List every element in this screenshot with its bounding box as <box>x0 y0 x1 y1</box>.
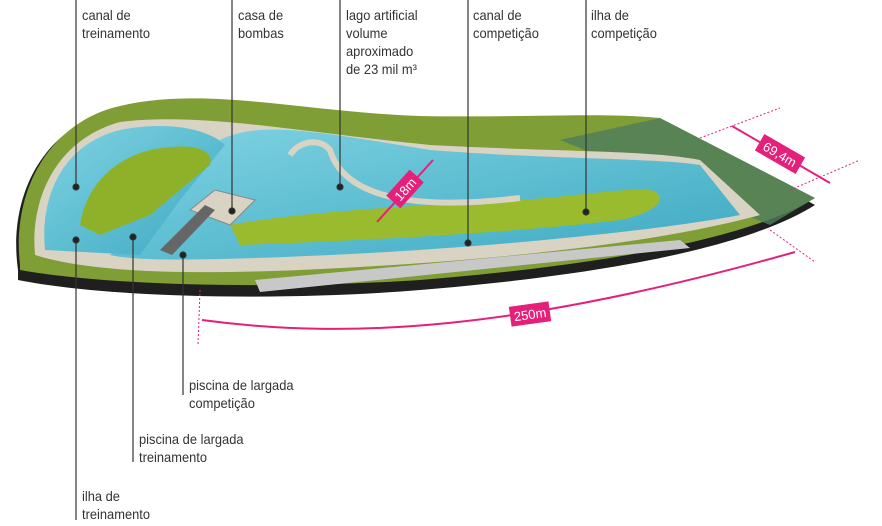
dimension-label-250m: 250m <box>513 305 547 324</box>
label-ilha-competicao: ilha de competição <box>591 7 657 41</box>
label-ilha-treinamento: ilha de treinamento <box>82 488 151 522</box>
dimension-250m: 250m <box>197 229 816 346</box>
label-canal-competicao: canal de competição <box>473 7 539 41</box>
island-competition <box>230 189 660 245</box>
lake-inner-wall <box>287 139 521 206</box>
label-lago-artificial: lago artificial volume aproximado de 23 … <box>346 7 418 77</box>
label-piscina-largada-competicao: piscina de largada competição <box>189 377 294 411</box>
stands <box>255 240 690 292</box>
label-canal-treinamento: canal de treinamento <box>82 7 151 41</box>
leader-lines <box>72 0 590 520</box>
label-piscina-largada-treinamento: piscina de largada treinamento <box>139 431 244 465</box>
island-training <box>80 146 211 235</box>
pump-ramp <box>160 205 215 255</box>
label-casa-bombas: casa de bombas <box>238 7 284 41</box>
pump-house <box>189 189 256 226</box>
